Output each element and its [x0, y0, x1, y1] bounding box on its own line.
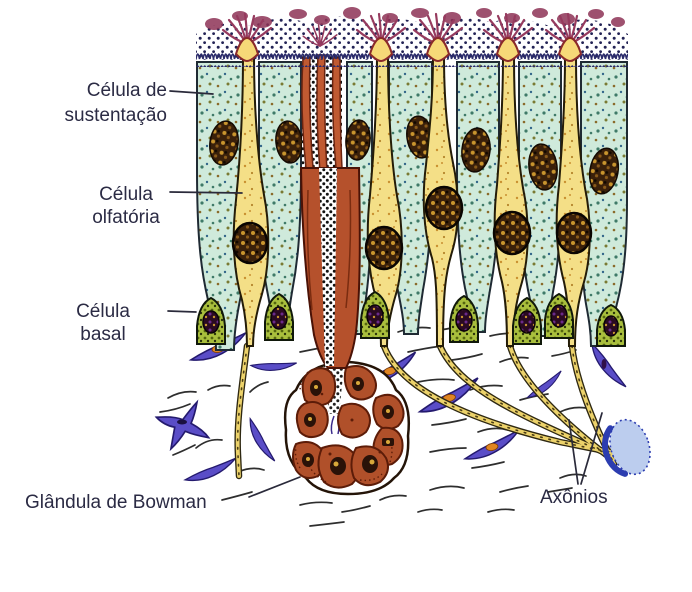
label-celula-de-sustentacao-line2: sustentação — [65, 105, 167, 126]
olfactory-nerve-cross-section — [602, 418, 651, 477]
bowman-gland — [283, 360, 410, 496]
labels: Célula de sustentação Célula olfatória C… — [25, 80, 608, 513]
microvilli-border — [196, 53, 628, 67]
label-celula-basal-line2: basal — [80, 324, 125, 345]
label-celula-basal-line1: Célula — [76, 301, 130, 322]
mucus-clumps — [205, 7, 625, 30]
leader-celula-basal — [167, 310, 197, 313]
supporting-cell-nuclei — [209, 115, 620, 195]
label-celula-olfatoria-line2: olfatória — [92, 207, 160, 228]
leader-glandula-de-bowman — [248, 476, 301, 498]
label-glandula-de-bowman: Glândula de Bowman — [25, 492, 207, 513]
gland-cell-nuclei — [302, 377, 394, 475]
leader-celula-olfatoria — [169, 191, 243, 194]
leader-lines — [167, 90, 603, 498]
leader-axonios-2 — [580, 412, 603, 485]
leader-celula-de-sustentacao — [169, 90, 214, 95]
label-celula-de-sustentacao-line1: Célula de — [87, 80, 167, 101]
bowman-duct — [299, 54, 361, 369]
olfactory-cells — [232, 55, 591, 347]
label-celula-olfatoria-line1: Célula — [99, 184, 153, 205]
label-axonios: Axônios — [540, 487, 608, 508]
leader-axonios-1 — [568, 419, 579, 485]
olfactory-cell-nuclei — [231, 185, 593, 271]
basal-cells — [196, 290, 626, 347]
